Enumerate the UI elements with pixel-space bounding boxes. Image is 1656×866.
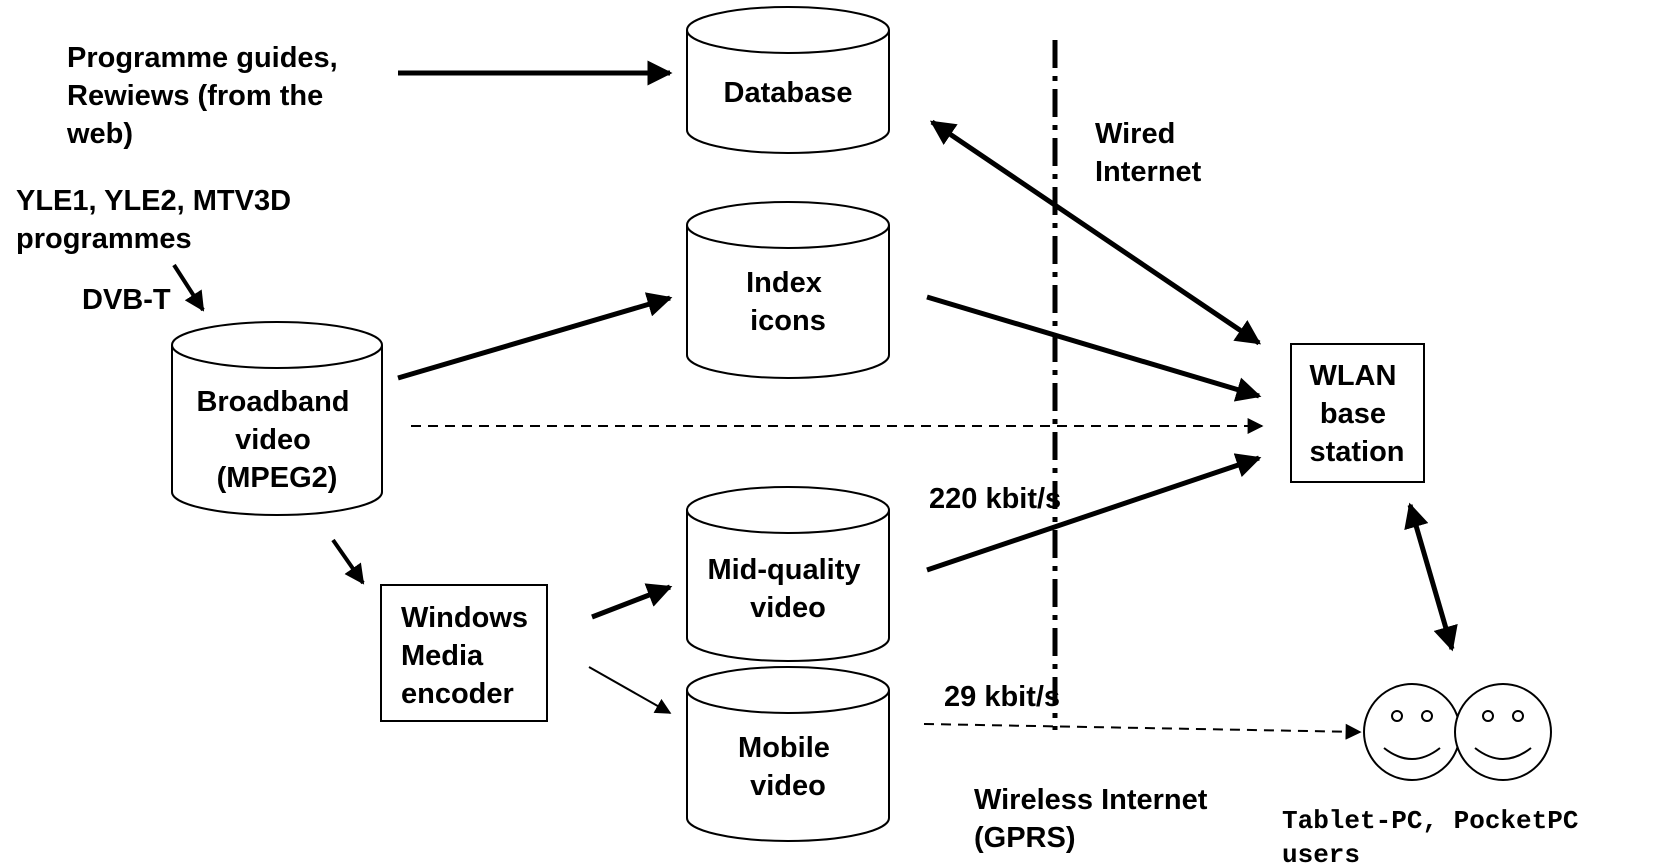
dvbt-label: DVB-T [82, 284, 171, 316]
programme-guides-label: Programme guides, Rewiews (from the web) [66, 42, 346, 150]
windows-media-encoder-label: Windows Media encoder [401, 602, 536, 710]
user-face-icon-right [1454, 683, 1552, 781]
database-store: Database [686, 6, 890, 154]
wireless-internet-label: Wireless Internet (GPRS) [974, 784, 1216, 854]
users-label: Tablet-PC, PocketPC users [1282, 806, 1594, 866]
arrow-programmes-to-broadband [172, 263, 205, 312]
arrow-broadband-to-index [397, 292, 673, 381]
arrow-encoder-to-midquality [591, 583, 673, 620]
windows-media-encoder-box: Windows Media encoder [380, 584, 548, 722]
arrow-wlan-to-users [1404, 502, 1458, 652]
index-icons-label: Index icons [746, 267, 830, 337]
wlan-base-station-label: WLAN base station [1309, 360, 1404, 468]
mobile-video-store: Mobile video [686, 666, 890, 842]
mid-quality-video-label: Mid-quality video [707, 554, 868, 624]
arrow-broadband-to-encoder [331, 538, 365, 585]
arrow-midquality-to-wlan [926, 453, 1262, 573]
arrow-index-to-wlan [926, 294, 1262, 402]
wired-internet-label: Wired Internet [1095, 118, 1202, 188]
broadband-video-label: Broadband video (MPEG2) [196, 386, 357, 494]
wlan-base-station-box: WLAN base station [1290, 343, 1425, 483]
rate-29-label: 29 kbit/s [944, 681, 1060, 713]
yle-programmes-label: YLE1, YLE2, MTV3D programmes [16, 185, 299, 255]
mobile-video-label: Mobile video [738, 732, 838, 802]
arrow-mobile-to-users-dashed [923, 723, 1362, 740]
index-icons-store: Index icons [686, 201, 890, 379]
mid-quality-video-store: Mid-quality video [686, 486, 890, 662]
rate-220-label: 220 kbit/s [929, 483, 1061, 515]
user-face-icon-left [1363, 683, 1461, 781]
database-label: Database [724, 77, 853, 109]
broadband-video-store: Broadband video (MPEG2) [171, 321, 383, 516]
arrow-database-wlan [929, 119, 1262, 346]
arrow-encoder-to-mobile [588, 666, 672, 714]
